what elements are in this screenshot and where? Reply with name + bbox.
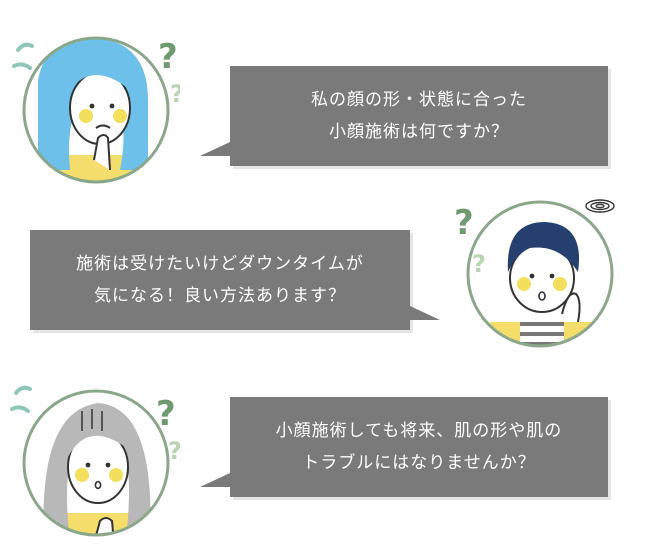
dizzy-swirl-icon xyxy=(585,199,615,213)
sweat-drop-icon xyxy=(14,385,32,395)
woman-thinking-illustration: ? ? xyxy=(12,36,180,184)
question-mark-icon: ? xyxy=(158,37,178,77)
question-mark-icon: ? xyxy=(156,394,176,434)
speech-bubble-1: 私の顔の形・状態に合った 小顔施術は何ですか？ xyxy=(200,66,608,166)
man-worried-illustration: ? ? xyxy=(454,199,615,348)
speech-bubble-3: 小顔施術しても将来、肌の形や肌の トラブルにはなりませんか？ xyxy=(200,397,608,497)
question-row-3: ? ? 小顔施術しても将来、肌の形や肌の トラブルにはなりませんか？ xyxy=(0,365,650,560)
question-line: 小顔施術は何ですか？ xyxy=(329,122,509,142)
question-mark-icon: ? xyxy=(454,203,474,243)
sweat-drop-icon xyxy=(16,42,34,52)
question-text: 私の顔の形・状態に合った 小顔施術は何ですか？ xyxy=(311,84,527,148)
question-line: トラブルにはなりませんか？ xyxy=(302,453,536,473)
question-mark-icon: ? xyxy=(168,437,180,465)
question-line: 施術は受けたいけどダウンタイムが xyxy=(76,254,364,274)
bubble-tail xyxy=(410,306,440,320)
woman-anxious-illustration: ? ? xyxy=(10,385,180,537)
question-row-2: 施術は受けたいけどダウンタイムが 気になる！良い方法あります？ xyxy=(0,190,650,375)
question-line: 小顔施術しても将来、肌の形や肌の xyxy=(275,421,563,441)
question-line: 気になる！良い方法あります？ xyxy=(93,286,346,306)
bubble-tail xyxy=(200,473,230,487)
avatar-man-navy-hair: ? ? xyxy=(450,182,622,354)
question-line: 私の顔の形・状態に合った xyxy=(311,90,527,110)
question-text: 小顔施術しても将来、肌の形や肌の トラブルにはなりませんか？ xyxy=(276,415,563,479)
question-text: 施術は受けたいけどダウンタイムが 気になる！良い方法あります？ xyxy=(76,248,364,312)
bubble-tail xyxy=(200,142,230,156)
avatar-woman-blue-hair: ? ? xyxy=(8,20,180,192)
sweat-drop-icon xyxy=(10,405,30,413)
sweat-drop-icon xyxy=(12,62,32,70)
speech-bubble-2: 施術は受けたいけどダウンタイムが 気になる！良い方法あります？ xyxy=(30,230,440,330)
question-row-1: ? ? 私の顔の形・状態に合った 小顔施術は何ですか？ xyxy=(0,0,650,195)
avatar-woman-gray-hair: ? ? xyxy=(8,371,180,543)
question-mark-icon: ? xyxy=(170,80,180,108)
question-mark-icon: ? xyxy=(472,250,486,278)
